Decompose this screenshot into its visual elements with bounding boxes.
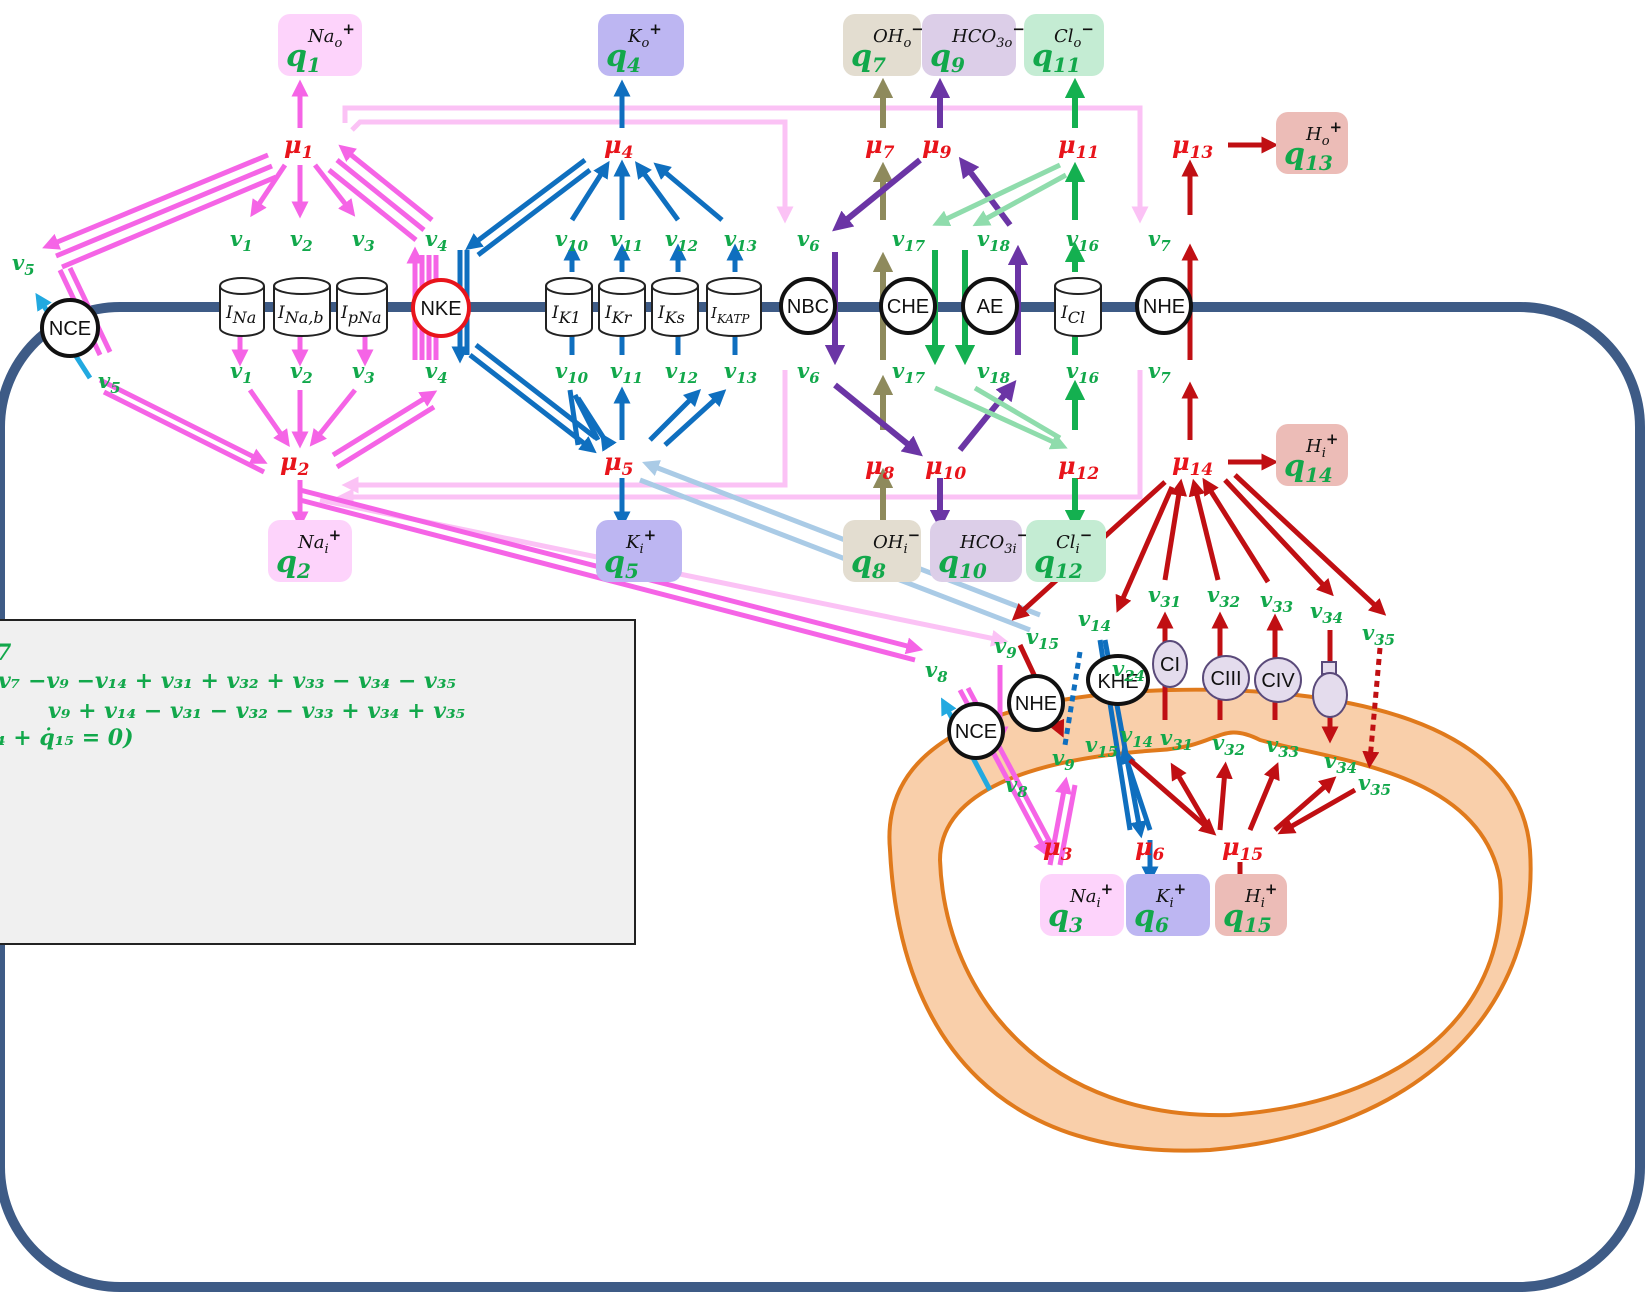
- transporter-nhe-label: NHE: [1143, 296, 1185, 318]
- channel-ikr-label: IKr: [604, 303, 633, 327]
- flux-label-v33: v33: [1260, 587, 1293, 616]
- transporter-nce: NCE: [40, 298, 100, 358]
- equation-line-3: ₄ + q̇₁₅ = 0): [0, 725, 134, 751]
- bicarbonate-arrows: [824, 77, 1029, 531]
- flux-label-v11: v11: [610, 226, 643, 255]
- equations-panel: 7 v₇ −v₉ −v₁₄ + v₃₁ + v₃₂ + v₃₃ − v₃₄ − …: [0, 619, 636, 945]
- channel-iks-label: IKs: [657, 303, 685, 327]
- complex-ciii-label: CIII: [1210, 668, 1241, 690]
- q-symbol-q1: q1: [286, 39, 321, 77]
- atp-synthase-flask-icon: [1312, 661, 1348, 718]
- pool-label-mu9: μ9: [922, 130, 952, 163]
- transporter-nce-mito: NCE: [947, 702, 1005, 760]
- transporter-nbc-label: NBC: [787, 296, 829, 318]
- flux-label-v1: v1: [230, 226, 253, 255]
- pool-label-mu7: μ7: [865, 130, 895, 163]
- channel-ikr: IKr: [598, 277, 646, 337]
- channel-iks: IKs: [651, 277, 699, 337]
- channel-ikatp-label: IKATP: [710, 304, 750, 326]
- transporter-che-label: CHE: [887, 296, 929, 318]
- channel-ik1: IK1: [545, 277, 593, 337]
- chloride-light-arrows: [932, 162, 1068, 450]
- flux-label-v10: v10: [555, 226, 589, 255]
- flux-label-v5: v5: [12, 250, 35, 279]
- equation-line-2: v₉ + v₁₄ − v₃₁ − v₃₂ − v₃₃ + v₃₄ + v₃₅: [48, 698, 465, 724]
- transporter-khe-label: KHE: [1097, 671, 1138, 693]
- channel-ikatp: IKATP: [706, 277, 762, 337]
- q-symbol-q9: q9: [930, 39, 965, 77]
- concentration-boxes: q1Nao+q2Nai+q3Nai+q4Ko+q5Ki+q6Ki+q7OHo−q…: [268, 14, 1348, 937]
- flux-label-v18: v18: [977, 226, 1011, 255]
- channel-icl: ICl: [1054, 277, 1102, 337]
- transporter-nhe-mito: NHE: [1007, 674, 1065, 732]
- flux-label-v7: v7: [1148, 226, 1171, 255]
- pool-label-mu13: μ13: [1172, 130, 1213, 163]
- transporter-nhe: NHE: [1135, 277, 1193, 335]
- complex-ciii: CIII: [1202, 655, 1250, 701]
- flux-label-v12: v12: [665, 226, 698, 255]
- channel-ina-label: INa: [225, 303, 256, 327]
- transporter-nke-label: NKE: [420, 298, 461, 320]
- flux-label-v13: v13: [724, 226, 757, 255]
- transporter-ae-label: AE: [977, 296, 1004, 318]
- channel-inab: INa,b: [273, 277, 331, 337]
- transporter-nce-label: NCE: [49, 318, 91, 340]
- pool-label-mu11: μ11: [1058, 130, 1099, 163]
- flux-label-v6: v6: [797, 226, 820, 255]
- transporter-che: CHE: [879, 277, 937, 335]
- channel-inab-label: INa,b: [277, 303, 324, 327]
- flux-label-v35: v35: [1358, 770, 1391, 799]
- transporter-nke: NKE: [411, 278, 471, 338]
- complex-civ-label: CIV: [1261, 670, 1295, 692]
- equation-line-1: v₇ −v₉ −v₁₄ + v₃₁ + v₃₂ + v₃₃ − v₃₄ − v₃…: [0, 668, 456, 694]
- transporter-nbc: NBC: [779, 277, 837, 335]
- transporter-khe: KHE: [1086, 654, 1150, 706]
- q-symbol-q2: q2: [276, 545, 311, 583]
- q-symbol-q3: q3: [1048, 899, 1083, 937]
- complex-ci: CI: [1152, 640, 1188, 688]
- complex-civ: CIV: [1254, 657, 1302, 703]
- pool-label-mu4: μ4: [604, 130, 633, 163]
- q-species-q3: Nai+: [1069, 880, 1113, 911]
- flux-label-v16: v16: [1066, 226, 1100, 255]
- flux-label-v3: v3: [352, 226, 375, 255]
- transporter-ae: AE: [961, 277, 1019, 335]
- channel-ina: INa: [219, 277, 265, 337]
- flux-label-v2: v2: [290, 226, 313, 255]
- flux-label-v4: v4: [425, 226, 448, 255]
- equation-line-0: 7: [0, 640, 12, 666]
- channel-icl-label: ICl: [1060, 303, 1085, 327]
- flux-label-v17: v17: [892, 226, 926, 255]
- flux-label-v13: v13: [724, 358, 757, 387]
- transporter-nhe-mito-label: NHE: [1015, 693, 1057, 715]
- channel-ik1-label: IK1: [551, 303, 581, 327]
- pool-label-mu1: μ1: [284, 130, 313, 163]
- transporter-nce-mito-label: NCE: [955, 721, 997, 743]
- channel-ipna-label: IpNa: [340, 303, 382, 327]
- complex-ci-label: CI: [1160, 654, 1180, 676]
- channel-ipna: IpNa: [336, 277, 388, 337]
